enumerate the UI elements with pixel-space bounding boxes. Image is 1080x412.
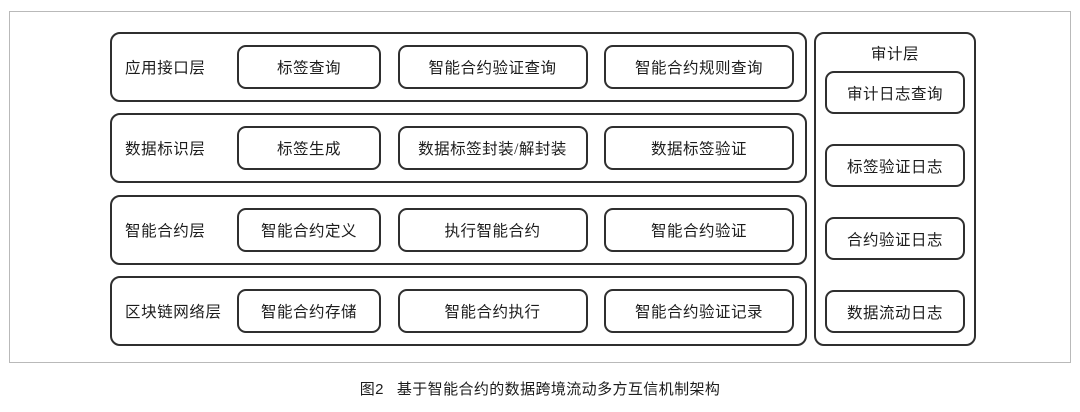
layer-stack: 应用接口层 标签查询 智能合约验证查询 智能合约规则查询 数据标识层 标签生成 …	[110, 32, 807, 346]
cell-data-identification-0[interactable]: 标签生成	[237, 126, 381, 171]
layer-row-data-identification: 数据标识层 标签生成 数据标签封装/解封装 数据标签验证	[110, 113, 807, 184]
cell-application-1[interactable]: 智能合约验证查询	[397, 45, 588, 89]
figure-caption-number: 图2	[359, 381, 384, 398]
audit-item-1[interactable]: 标签验证日志	[825, 144, 965, 187]
layer-cells-application: 标签查询 智能合约验证查询 智能合约规则查询	[237, 34, 794, 100]
cell-application-2[interactable]: 智能合约规则查询	[604, 45, 794, 89]
layer-label-data-identification: 数据标识层	[125, 141, 206, 159]
figure-caption-text: 基于智能合约的数据跨境流动多方互信机制架构	[396, 381, 721, 398]
audit-layer-title: 审计层	[870, 46, 920, 63]
audit-item-0[interactable]: 审计日志查询	[825, 71, 965, 114]
cell-application-0[interactable]: 标签查询	[237, 45, 381, 89]
layer-row-blockchain-network: 区块链网络层 智能合约存储 智能合约执行 智能合约验证记录	[110, 275, 807, 346]
audit-item-2[interactable]: 合约验证日志	[825, 217, 965, 260]
layer-label-smart-contract: 智能合约层	[125, 222, 206, 240]
audit-layer-items: 审计日志查询 标签验证日志 合约验证日志 数据流动日志	[825, 69, 965, 335]
audit-item-3[interactable]: 数据流动日志	[825, 290, 965, 333]
layer-label-application: 应用接口层	[125, 60, 206, 77]
cell-smart-contract-0[interactable]: 智能合约定义	[237, 207, 381, 252]
layer-row-application: 应用接口层 标签查询 智能合约验证查询 智能合约规则查询	[110, 32, 807, 102]
layer-cells-smart-contract: 智能合约定义 执行智能合约 智能合约验证	[237, 197, 794, 263]
cell-blockchain-network-0[interactable]: 智能合约存储	[237, 288, 381, 333]
cell-blockchain-network-1[interactable]: 智能合约执行	[397, 288, 588, 333]
architecture-diagram: 应用接口层 标签查询 智能合约验证查询 智能合约规则查询 数据标识层 标签生成 …	[110, 32, 976, 346]
cell-smart-contract-2[interactable]: 智能合约验证	[604, 207, 794, 252]
cell-data-identification-1[interactable]: 数据标签封装/解封装	[397, 126, 588, 171]
layer-row-smart-contract: 智能合约层 智能合约定义 执行智能合约 智能合约验证	[110, 194, 807, 265]
figure-caption: 图2 基于智能合约的数据跨境流动多方互信机制架构	[0, 378, 1080, 399]
layer-cells-data-identification: 标签生成 数据标签封装/解封装 数据标签验证	[237, 115, 794, 181]
cell-smart-contract-1[interactable]: 执行智能合约	[397, 207, 588, 252]
cell-blockchain-network-2[interactable]: 智能合约验证记录	[604, 288, 794, 333]
audit-layer-column: 审计层 审计日志查询 标签验证日志 合约验证日志 数据流动日志	[814, 32, 976, 346]
layer-label-blockchain-network: 区块链网络层	[125, 303, 222, 321]
layer-cells-blockchain-network: 智能合约存储 智能合约执行 智能合约验证记录	[237, 278, 794, 344]
cell-data-identification-2[interactable]: 数据标签验证	[604, 126, 794, 171]
